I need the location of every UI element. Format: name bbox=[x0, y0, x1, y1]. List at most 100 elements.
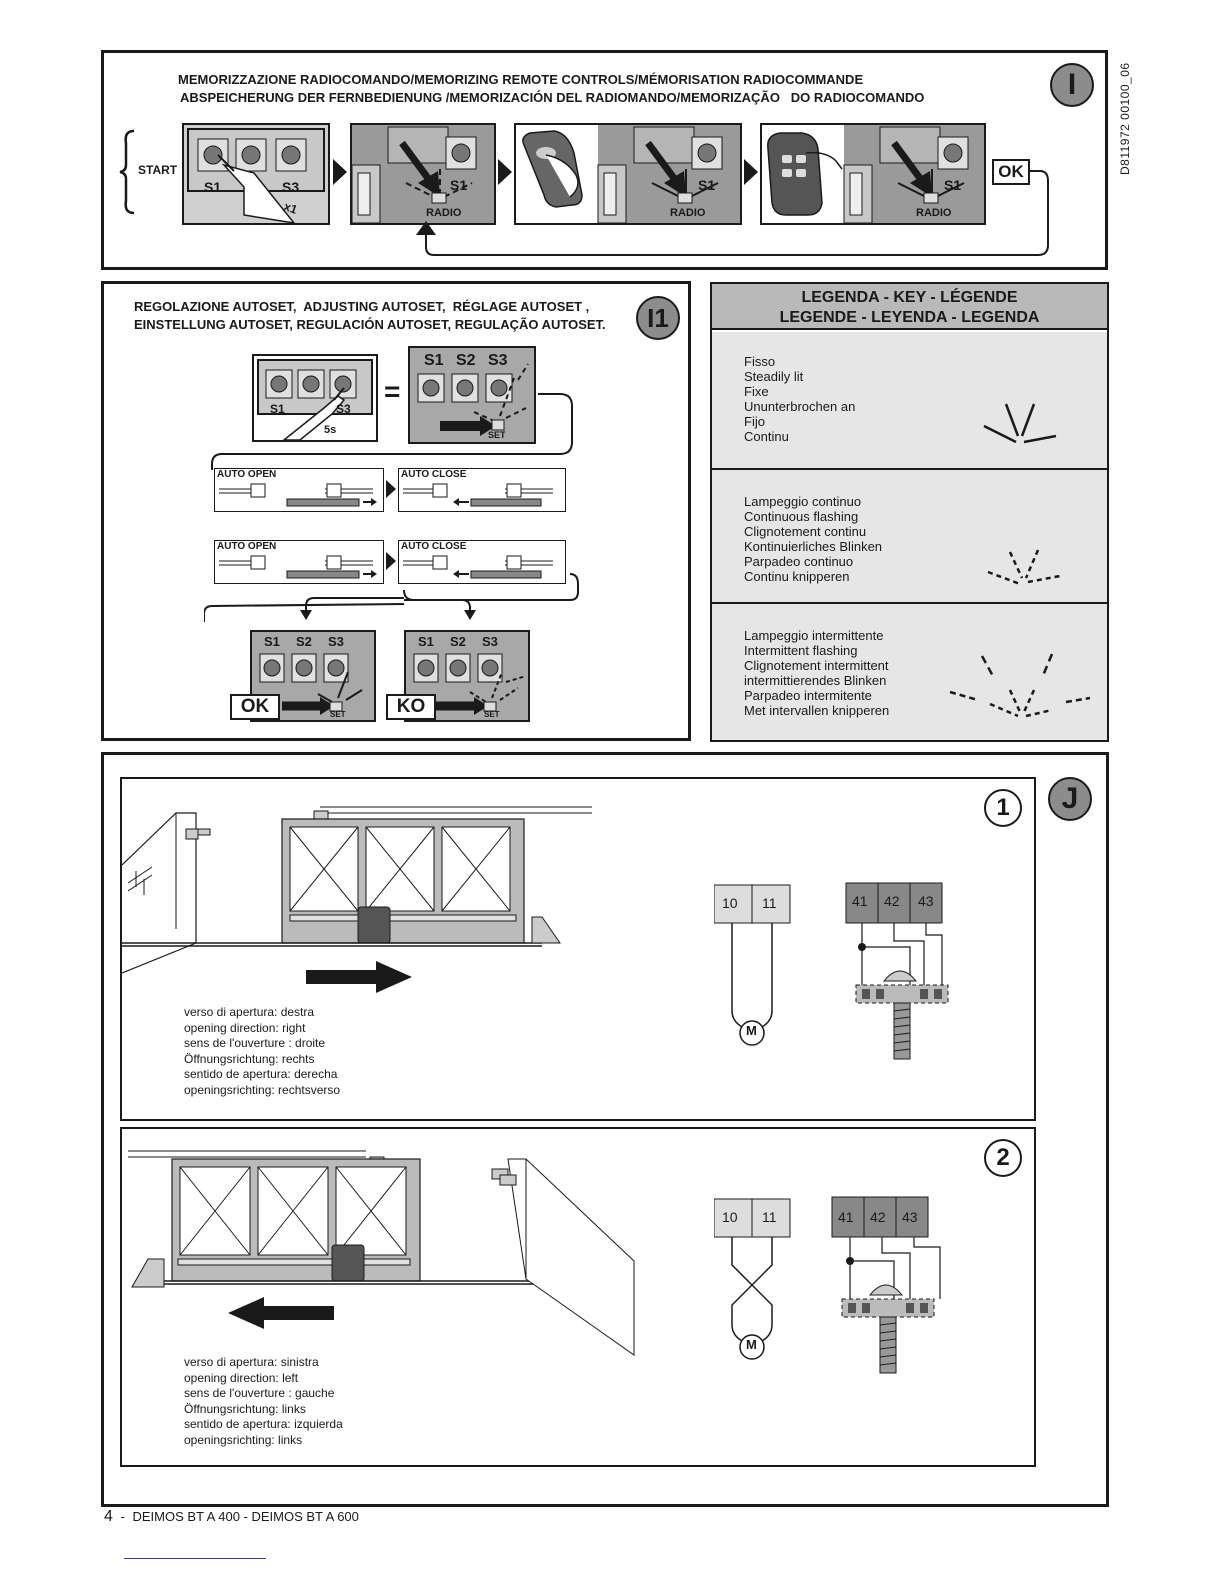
step3-s1-label: S1 bbox=[698, 177, 716, 193]
legend-title: LEGENDA - KEY - LÉGENDE LEGENDE - LEYEND… bbox=[712, 284, 1107, 330]
j-panel-2: 2 verso di apertura: sinistra bbox=[120, 1127, 1036, 1467]
arrow-right-icon bbox=[498, 159, 512, 185]
direction-line: opening direction: right bbox=[184, 1020, 306, 1035]
legend-line: Parpadeo continuo bbox=[744, 554, 854, 569]
arrow-right-icon bbox=[386, 552, 396, 570]
page-footer: 4 - DEIMOS BT A 400 - DEIMOS BT A 600 bbox=[104, 1508, 359, 1526]
limit-terminal-42: 42 bbox=[870, 1209, 886, 1225]
legend-line: Kontinuierliches Blinken bbox=[744, 539, 883, 554]
motor-label: M bbox=[746, 1023, 757, 1038]
section-i-title-line2: ABSPEICHERUNG DER FERNBEDIENUNG /MEMORIZ… bbox=[180, 90, 925, 105]
set-board-set-label: SET bbox=[488, 430, 506, 440]
limit-terminal-43: 43 bbox=[918, 893, 934, 909]
legend-continuous-text: Lampeggio continuo Continuous flashing C… bbox=[744, 494, 882, 584]
legend-line: Steadily lit bbox=[744, 369, 804, 384]
footer-dash: - bbox=[120, 1509, 125, 1524]
legend-line: Fijo bbox=[744, 414, 765, 429]
auto-row-1: AUTO OPEN AUTO CLOSE bbox=[214, 468, 694, 528]
step4-radio-label: RADIO bbox=[916, 207, 952, 219]
step2-s1-label: S1 bbox=[450, 177, 468, 193]
auto-open-label-2: AUTO OPEN bbox=[217, 541, 277, 552]
section-i-ok-label: OK bbox=[992, 159, 1030, 185]
step3-board: S1 RADIO bbox=[514, 123, 742, 225]
motor-terminal-11: 11 bbox=[762, 1209, 777, 1225]
steady-light-icon bbox=[983, 403, 1057, 444]
wiring-diagram-2 bbox=[714, 1196, 941, 1374]
j-panel-1-number: 1 bbox=[984, 789, 1022, 827]
result-split-arrows bbox=[300, 573, 579, 620]
step4-board: S1 RADIO bbox=[760, 123, 986, 225]
legend-steady-text: Fisso Steadily lit Fixe Ununterbrochen a… bbox=[744, 354, 855, 444]
auto-close-box-1: AUTO CLOSE bbox=[398, 468, 566, 512]
ok-board-s1-label: S1 bbox=[264, 634, 280, 649]
footer-rule bbox=[124, 1558, 266, 1559]
limit-terminal-41: 41 bbox=[838, 1209, 854, 1225]
section-i1-title-line2: EINSTELLUNG AUTOSET, REGULACIÓN AUTOSET,… bbox=[134, 317, 606, 332]
step3-radio-label: RADIO bbox=[670, 207, 706, 219]
button-s2 bbox=[235, 138, 267, 172]
legend-line: Intermittent flashing bbox=[744, 643, 858, 658]
press-s1-label: S1 bbox=[270, 402, 285, 416]
remote-control-icon bbox=[522, 130, 583, 208]
press-5s-label: 5s bbox=[324, 424, 337, 436]
legend-line: Met intervallen knipperen bbox=[744, 703, 890, 718]
set-board-s2-label: S2 bbox=[456, 352, 476, 369]
document-code: D811972 00100_06 bbox=[1118, 62, 1132, 175]
gate-left-drawing bbox=[128, 1150, 635, 1356]
page-number: 4 bbox=[104, 1508, 113, 1525]
step1-board: S1 S3 x1 bbox=[182, 123, 330, 225]
section-i1-panel: REGOLAZIONE AUTOSET, ADJUSTING AUTOSET, … bbox=[101, 281, 691, 741]
step1-s1-label: S1 bbox=[204, 179, 222, 195]
ok-result-label: OK bbox=[230, 694, 280, 720]
button-s1 bbox=[413, 653, 439, 683]
arrow-right-icon bbox=[744, 159, 758, 185]
button-s2 bbox=[451, 373, 479, 403]
auto-open-box-1: AUTO OPEN bbox=[214, 468, 384, 512]
step1-s3-label: S3 bbox=[282, 179, 300, 195]
legend-row-intermittent: Lampeggio intermittente Intermittent fla… bbox=[712, 604, 1107, 740]
return-loop-arrow bbox=[416, 170, 1049, 256]
legend-line: Lampeggio continuo bbox=[744, 494, 862, 509]
legend-title-line2: LEGENDE - LEYENDA - LEGENDA bbox=[779, 309, 1040, 326]
ko-board-s2-label: S2 bbox=[450, 634, 466, 649]
limit-terminal-43: 43 bbox=[902, 1209, 918, 1225]
limit-terminal-41: 41 bbox=[852, 893, 868, 909]
set-led-board: S1 S2 S3 SET bbox=[408, 346, 536, 444]
button-s3 bbox=[329, 369, 357, 399]
ok-board-set-label: SET bbox=[330, 710, 346, 719]
legend-row-steady: Fisso Steadily lit Fixe Ununterbrochen a… bbox=[712, 332, 1107, 470]
legend-line: Parpadeo intermitente bbox=[744, 688, 872, 703]
arrow-right-icon bbox=[386, 480, 396, 498]
ok-board-s3-label: S3 bbox=[328, 634, 344, 649]
press-s3-label: S3 bbox=[336, 402, 351, 416]
motor-terminal-10: 10 bbox=[722, 1209, 738, 1225]
j-panel-2-number: 2 bbox=[984, 1139, 1022, 1177]
section-j-panel: J 1 bbox=[101, 752, 1109, 1507]
legend-line: Ununterbrochen an bbox=[744, 399, 856, 414]
auto-close-label-2: AUTO CLOSE bbox=[401, 541, 467, 552]
press-board-drawing bbox=[257, 359, 373, 441]
button-s2 bbox=[291, 653, 317, 683]
motor-terminal-11: 11 bbox=[762, 895, 777, 911]
legend-line: Fixe bbox=[744, 384, 769, 399]
direction-line: sentido de apertura: izquierda bbox=[184, 1417, 343, 1431]
ok-board-drawing bbox=[259, 653, 363, 715]
equals-sign: = bbox=[384, 376, 401, 407]
button-s1 bbox=[691, 136, 723, 170]
legend-line: intermittierendes Blinken bbox=[744, 673, 887, 688]
press-5s-board: S1 S3 5s bbox=[252, 354, 378, 442]
section-i1-title-line1: REGOLAZIONE AUTOSET, ADJUSTING AUTOSET, … bbox=[134, 299, 590, 314]
button-s3 bbox=[485, 373, 513, 403]
ko-board-s1-label: S1 bbox=[418, 634, 434, 649]
direction-line: openingsrichting: rechtsverso bbox=[184, 1082, 341, 1097]
flow-connectors bbox=[204, 393, 573, 622]
legend-intermittent-text: Lampeggio intermittente Intermittent fla… bbox=[744, 628, 889, 718]
button-s1 bbox=[445, 136, 477, 170]
direction-line: openingsrichting: links bbox=[184, 1432, 303, 1447]
j-panel-1: 1 verso di a bbox=[120, 777, 1036, 1121]
legend-line: Continuous flashing bbox=[744, 509, 859, 524]
set-board-drawing bbox=[417, 363, 529, 436]
motor-label: M bbox=[746, 1337, 757, 1352]
legend-line: Continu knipperen bbox=[744, 569, 850, 584]
step3-board-drawing bbox=[516, 125, 723, 224]
